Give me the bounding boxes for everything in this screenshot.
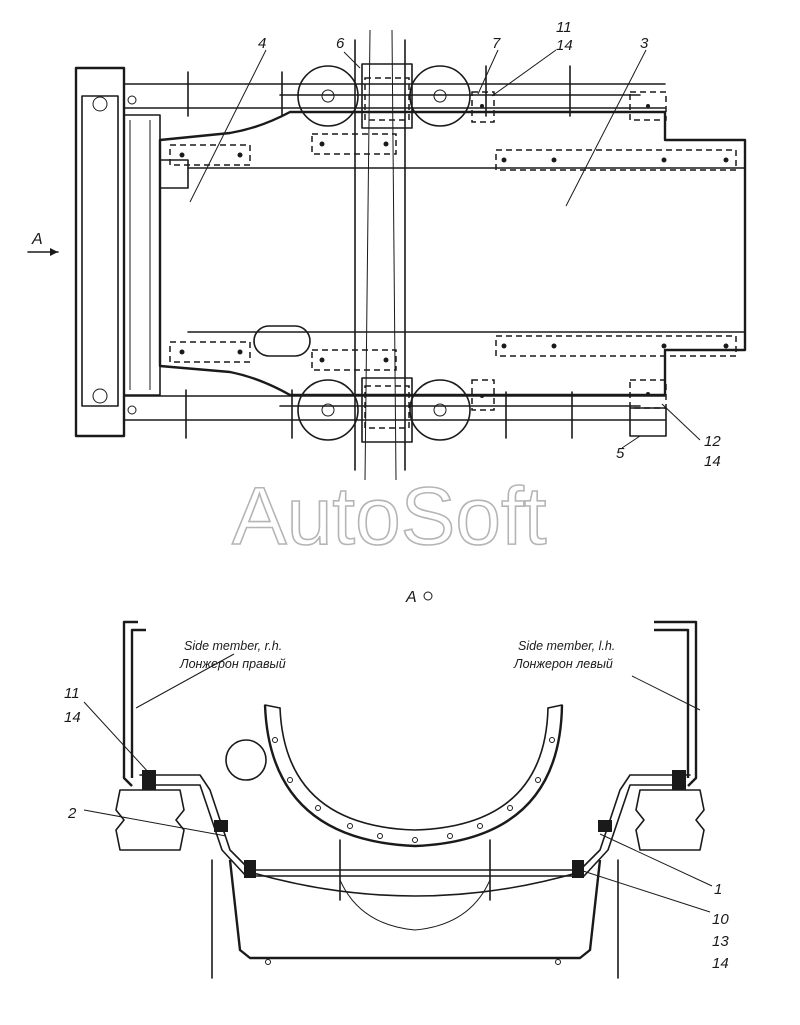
tipper-platform-outline <box>158 110 747 397</box>
tipper-body-section <box>228 859 602 960</box>
callout-7: 7 <box>492 35 501 52</box>
radiator-block <box>123 114 161 396</box>
hoist-ring <box>263 704 564 848</box>
mount-pad <box>169 341 251 363</box>
mount-pad <box>311 133 397 155</box>
callout-11-section: 11 <box>64 685 80 702</box>
section-view: Side member, r.h. Лонжерон правый Side m… <box>64 620 729 979</box>
mount-pad <box>169 144 251 166</box>
mount-pad <box>471 379 495 411</box>
mount-pad <box>311 349 397 371</box>
side-member-left-ru: Лонжерон левый <box>513 657 613 671</box>
callout-4: 4 <box>258 35 266 52</box>
callout-14-section: 14 <box>64 709 81 726</box>
rubber-mount-left <box>635 789 705 851</box>
mount-pad <box>495 335 737 357</box>
side-member-right <box>122 620 138 787</box>
wheel-rear-left-2 <box>409 65 471 127</box>
side-member-right-en: Side member, r.h. <box>184 639 282 653</box>
wheel-rear-right-1 <box>297 379 359 441</box>
stop-block <box>629 407 667 437</box>
callout-3: 3 <box>640 35 649 52</box>
callout-13: 13 <box>712 933 729 950</box>
mount-pad <box>471 91 495 123</box>
callout-14b-section: 14 <box>712 955 729 972</box>
watermark: AutoSoft <box>232 471 547 562</box>
callout-5: 5 <box>616 445 625 462</box>
side-member-right-ru: Лонжерон правый <box>179 657 286 671</box>
callout-14b: 14 <box>704 453 721 470</box>
side-member-left-en: Side member, l.h. <box>518 639 615 653</box>
mount-pad <box>495 149 737 171</box>
callout-14: 14 <box>556 37 573 54</box>
callout-12: 12 <box>704 433 721 450</box>
rubber-mount-right <box>115 789 185 851</box>
callout-2: 2 <box>67 805 77 822</box>
mount-pad <box>629 91 667 121</box>
cradle-bracket <box>139 774 691 871</box>
side-member-left <box>654 620 698 787</box>
callout-11: 11 <box>556 19 572 36</box>
section-marker-icon <box>423 591 433 601</box>
wheel-rear-left-1 <box>297 65 359 127</box>
view-arrow-label: A <box>31 231 43 248</box>
callout-1: 1 <box>714 881 722 898</box>
plan-view: A 4 6 7 11 14 3 5 12 14 <box>27 19 747 481</box>
callout-6: 6 <box>336 35 345 52</box>
callout-10: 10 <box>712 911 729 928</box>
section-title: A <box>405 589 417 606</box>
front-crossmember <box>74 66 126 438</box>
wheel-rear-right-2 <box>409 379 471 441</box>
